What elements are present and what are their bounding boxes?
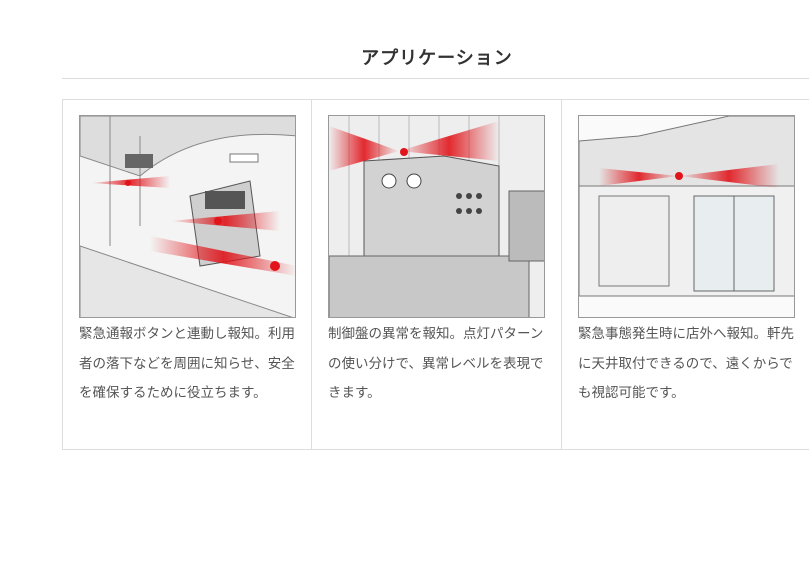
section-title: アプリケーション: [361, 48, 513, 69]
application-description: 緊急事態発生時に店外へ報知。軒先に天井取付できるので、遠くからでも視認可能です。: [578, 326, 794, 401]
station-platform-illustration: [79, 115, 296, 318]
application-description: 制御盤の異常を報知。点灯パターンの使い分けで、異常レベルを表現できます。: [328, 326, 544, 401]
application-card-station: 緊急通報ボタンと連動し報知。利用者の落下などを周囲に知らせ、安全を確保するために…: [63, 100, 312, 449]
storefront-illustration: [578, 115, 795, 318]
application-description: 緊急通報ボタンと連動し報知。利用者の落下などを周囲に知らせ、安全を確保するために…: [79, 326, 295, 401]
application-card-control-panel: 制御盤の異常を報知。点灯パターンの使い分けで、異常レベルを表現できます。: [312, 100, 562, 449]
divider: [62, 78, 809, 79]
control-panel-illustration: [328, 115, 545, 318]
application-card-storefront: 緊急事態発生時に店外へ報知。軒先に天井取付できるので、遠くからでも視認可能です。: [562, 100, 809, 449]
application-grid: 緊急通報ボタンと連動し報知。利用者の落下などを周囲に知らせ、安全を確保するために…: [62, 99, 809, 450]
